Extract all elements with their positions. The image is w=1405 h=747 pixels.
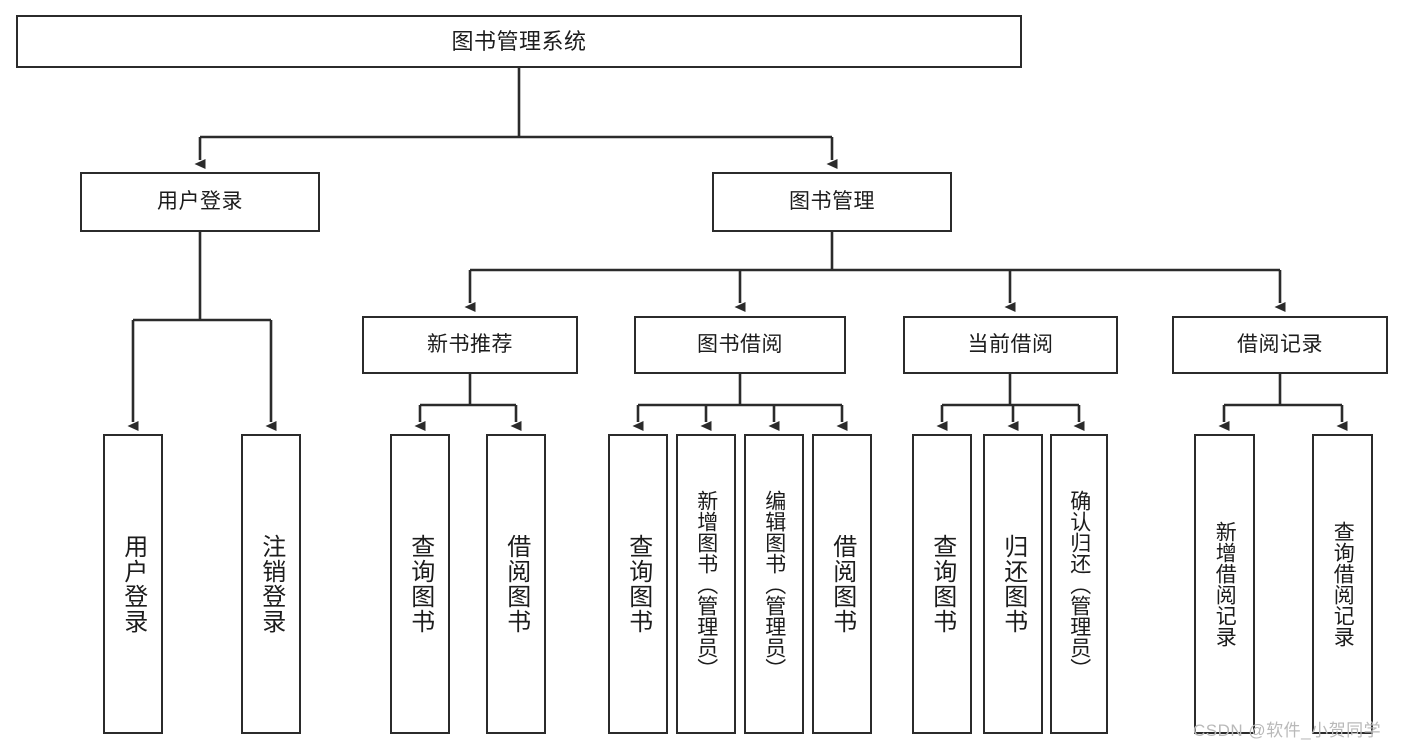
node-label: 查询图书 xyxy=(406,534,434,634)
node-new-book-recommend[interactable]: 新书推荐 xyxy=(362,316,578,374)
node-label: 查询图书 xyxy=(928,534,956,634)
leaf-borrow-book[interactable]: 借阅图书 xyxy=(812,434,872,734)
node-label: 新增借阅记录 xyxy=(1213,521,1237,647)
node-label: 查询图书 xyxy=(624,534,652,634)
node-label: 用户登录 xyxy=(119,534,147,634)
leaf-logout[interactable]: 注销登录 xyxy=(241,434,301,734)
node-borrow-records[interactable]: 借阅记录 xyxy=(1172,316,1388,374)
node-label: 编辑图书（管理员） xyxy=(762,489,786,679)
node-label: 图书管理 xyxy=(789,189,875,213)
leaf-user-login[interactable]: 用户登录 xyxy=(103,434,163,734)
node-label: 确认归还（管理员） xyxy=(1067,489,1091,679)
node-label: 借阅记录 xyxy=(1237,332,1323,356)
leaf-edit-book-admin[interactable]: 编辑图书（管理员） xyxy=(744,434,804,734)
leaf-query-book-current[interactable]: 查询图书 xyxy=(912,434,972,734)
node-root-system[interactable]: 图书管理系统 xyxy=(16,15,1022,68)
node-label: 新增图书（管理员） xyxy=(694,489,718,679)
leaf-confirm-return-admin[interactable]: 确认归还（管理员） xyxy=(1050,434,1108,734)
node-label: 查询借阅记录 xyxy=(1331,521,1355,647)
node-label: 新书推荐 xyxy=(427,332,513,356)
node-label: 用户登录 xyxy=(157,189,243,213)
node-label: 借阅图书 xyxy=(828,534,856,634)
leaf-return-book[interactable]: 归还图书 xyxy=(983,434,1043,734)
node-label: 借阅图书 xyxy=(502,534,530,634)
node-current-borrow[interactable]: 当前借阅 xyxy=(903,316,1118,374)
node-label: 图书管理系统 xyxy=(451,28,587,54)
node-user-login[interactable]: 用户登录 xyxy=(80,172,320,232)
watermark: CSDN @软件_小贺同学 xyxy=(1193,721,1382,740)
leaf-borrow-book-recommend[interactable]: 借阅图书 xyxy=(486,434,546,734)
leaf-add-book-admin[interactable]: 新增图书（管理员） xyxy=(676,434,736,734)
leaf-query-book-borrow[interactable]: 查询图书 xyxy=(608,434,668,734)
node-label: 注销登录 xyxy=(257,534,285,634)
node-book-borrow[interactable]: 图书借阅 xyxy=(634,316,846,374)
node-book-management[interactable]: 图书管理 xyxy=(712,172,952,232)
leaf-query-borrow-record[interactable]: 查询借阅记录 xyxy=(1312,434,1373,734)
node-label: 当前借阅 xyxy=(967,332,1054,356)
node-label: 归还图书 xyxy=(999,534,1027,634)
leaf-query-book-recommend[interactable]: 查询图书 xyxy=(390,434,450,734)
leaf-add-borrow-record[interactable]: 新增借阅记录 xyxy=(1194,434,1255,734)
node-label: 图书借阅 xyxy=(697,332,783,356)
